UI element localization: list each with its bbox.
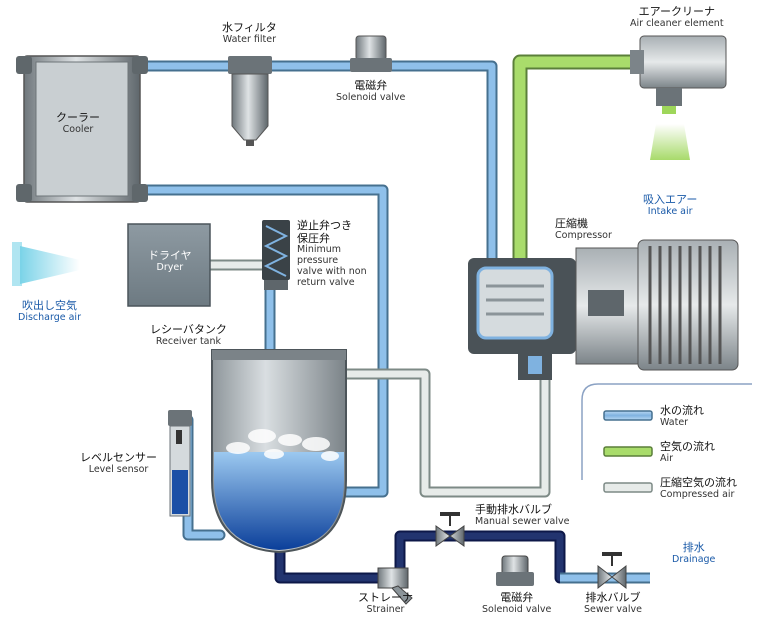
air-cleaner-label-en: Air cleaner element: [630, 17, 724, 29]
air-cleaner-label-jp: エアークリーナ: [638, 5, 715, 18]
receiver-tank-label-jp: レシーバタンク: [150, 323, 227, 336]
compressor-label-jp: 圧縮機: [555, 217, 588, 230]
check-valve-label-en4: return valve: [297, 277, 355, 289]
drainage-label-jp: 排水: [682, 541, 705, 554]
level-sensor-label-jp: レベルセンサー: [80, 451, 157, 464]
check-valve-label: 逆止弁つき 保圧弁 Minimum pressure valve with no…: [297, 219, 367, 289]
legend-item-compressed-jp: 圧縮空気の流れ: [660, 476, 737, 489]
sewer-valve: [597, 552, 627, 590]
water-filter-label: 水フィルタ Water filter: [222, 21, 277, 46]
strainer-label-jp: ストレーナ: [358, 591, 413, 604]
manual-sewer-valve-label-jp: 手動排水バルブ: [475, 503, 552, 516]
solenoid-bottom-label-en: Solenoid valve: [482, 603, 552, 615]
discharge-air-label-jp: 吹出し空気: [21, 299, 77, 312]
check-valve-label-jp2: 保圧弁: [297, 231, 330, 245]
solenoid-top-label: 電磁弁 Solenoid valve: [336, 79, 406, 104]
legend-item-water: 水の流れ Water: [660, 404, 704, 429]
dryer-label-en: Dryer: [156, 261, 184, 273]
drain-pipes: [274, 530, 650, 584]
air-pipe: [512, 54, 635, 268]
legend-swatches: [603, 410, 653, 493]
cooler-label: クーラー Cooler: [56, 111, 100, 136]
check-valve-label-en1: Minimum: [297, 244, 342, 256]
legend-swatch-air: [603, 446, 653, 457]
minimum-pressure-valve: [262, 220, 290, 290]
check-valve-label-jp1: 逆止弁つき: [297, 219, 352, 232]
solenoid-valve-bottom: [496, 555, 534, 586]
discharge-air-label-en: Discharge air: [18, 311, 81, 323]
discharge-air-label: 吹出し空気 Discharge air: [18, 299, 81, 324]
sewer-valve-label-en: Sewer valve: [584, 603, 642, 615]
manual-sewer-valve-label-en: Manual sewer valve: [475, 515, 570, 527]
solenoid-top-label-jp: 電磁弁: [354, 79, 388, 92]
dryer-label-jp: ドライヤ: [148, 249, 192, 262]
air-cleaner-label: エアークリーナ Air cleaner element: [630, 5, 724, 30]
legend-item-air: 空気の流れ Air: [660, 440, 715, 465]
legend-item-water-jp: 水の流れ: [660, 404, 704, 417]
strainer-label-en: Strainer: [366, 603, 405, 615]
discharge-air-jet: [12, 242, 80, 286]
compressor: [468, 239, 739, 380]
dryer-label: ドライヤ Dryer: [148, 249, 192, 274]
legend-swatch-compressed: [603, 482, 653, 493]
solenoid-top-label-en: Solenoid valve: [336, 91, 406, 103]
drainage-label-en: Drainage: [672, 553, 716, 565]
solenoid-bottom-label-jp: 電磁弁: [500, 591, 534, 604]
level-sensor-label: レベルセンサー Level sensor: [80, 451, 157, 476]
legend-item-compressed: 圧縮空気の流れ Compressed air: [660, 476, 737, 501]
intake-air-label: 吸入エアー Intake air: [643, 193, 698, 218]
intake-air-label-en: Intake air: [647, 205, 693, 217]
level-sensor-label-en: Level sensor: [88, 463, 149, 475]
legend-item-water-en: Water: [660, 416, 689, 428]
compressor-label: 圧縮機 Compressor: [555, 217, 612, 242]
water-filter-label-jp: 水フィルタ: [222, 21, 277, 34]
sewer-valve-label-jp: 排水バルブ: [585, 591, 641, 604]
intake-air-label-jp: 吸入エアー: [643, 193, 698, 206]
level-sensor: [168, 410, 192, 517]
legend-item-compressed-en: Compressed air: [660, 488, 735, 500]
check-valve-label-en2: pressure: [297, 255, 339, 267]
drainage-label: 排水 Drainage: [672, 541, 716, 566]
cooler-label-jp: クーラー: [56, 111, 100, 124]
water-filter: [228, 56, 272, 146]
receiver-tank-label: レシーバタンク Receiver tank: [150, 323, 227, 348]
solenoid-valve-top: [350, 35, 392, 72]
manual-sewer-valve-label: 手動排水バルブ Manual sewer valve: [475, 503, 570, 528]
compressor-label-en: Compressor: [555, 229, 612, 241]
receiver-tank: [211, 349, 347, 554]
legend-frame: [581, 383, 752, 480]
legend-item-air-jp: 空気の流れ: [660, 440, 715, 453]
strainer: [377, 567, 413, 605]
sewer-valve-label: 排水バルブ Sewer valve: [584, 591, 642, 616]
strainer-label: ストレーナ Strainer: [358, 591, 413, 616]
water-filter-label-en: Water filter: [222, 33, 276, 45]
cooler-label-en: Cooler: [62, 123, 94, 135]
legend-swatch-water: [603, 410, 653, 421]
solenoid-bottom-label: 電磁弁 Solenoid valve: [482, 591, 552, 616]
cooler: [16, 55, 148, 203]
dryer: [127, 223, 211, 307]
legend-item-air-en: Air: [660, 452, 674, 464]
check-valve-label-en3: valve with non: [297, 266, 367, 278]
air-cleaner-element: [630, 35, 727, 160]
receiver-tank-label-en: Receiver tank: [155, 335, 222, 347]
manual-sewer-valve: [435, 512, 465, 547]
